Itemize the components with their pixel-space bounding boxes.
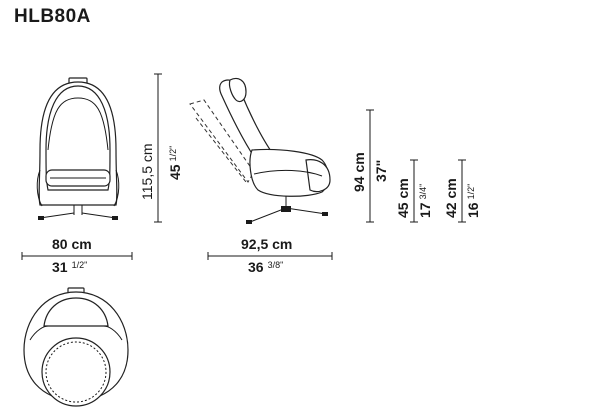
arm-rest-in-label: 161/2" [465, 184, 481, 218]
height-cm-label: 115,5 cm [139, 143, 155, 200]
arm-rest-dimension-line [458, 159, 466, 223]
width-dimension-line [21, 252, 133, 260]
front-view-chair [36, 77, 120, 220]
seat-height-cm-label: 45 cm [395, 178, 411, 218]
arm-height-in-label: 37" [373, 160, 389, 182]
arm-height-cm-label: 94 cm [351, 152, 367, 192]
top-view-chair [23, 287, 129, 407]
height-in-label: 451/2" [167, 146, 183, 180]
arm-rest-cm-label: 42 cm [443, 178, 459, 218]
width-cm-label: 80 cm [52, 236, 92, 252]
seat-height-in-label: 173/4" [417, 184, 433, 218]
model-title: HLB80A [14, 6, 91, 27]
arm-height-dimension-line [366, 109, 374, 223]
height-dimension-line [154, 73, 162, 223]
depth-cm-label: 92,5 cm [241, 236, 292, 252]
depth-dimension-line [207, 252, 333, 260]
side-view-chair [189, 77, 331, 224]
seat-height-dimension-line [410, 159, 418, 223]
